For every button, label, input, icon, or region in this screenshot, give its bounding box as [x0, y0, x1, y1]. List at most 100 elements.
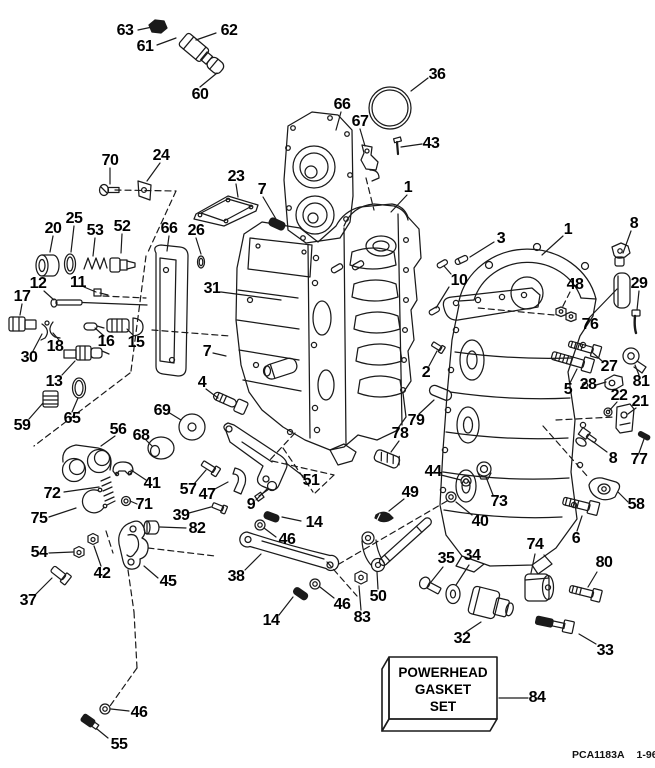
dashed-line	[151, 329, 231, 337]
gasket-box-line-1: POWERHEAD	[398, 665, 488, 680]
part-art-pin-77	[637, 431, 651, 441]
dashed-line	[33, 372, 131, 447]
part-label-10: 10	[450, 272, 468, 289]
part-art-grommet-68	[147, 436, 175, 460]
part-art-washer-46c	[99, 703, 111, 715]
part-label-53: 53	[86, 222, 104, 239]
part-label-5: 5	[563, 381, 573, 398]
part-art-pin-14a	[263, 511, 280, 523]
leader-line	[281, 516, 302, 522]
part-art-washer-40	[445, 491, 457, 503]
leader-line	[485, 476, 494, 496]
leader-line	[94, 327, 105, 337]
leader-line	[622, 230, 632, 254]
part-art-clips-18-30	[40, 320, 61, 341]
part-art-nut-54	[73, 545, 85, 559]
leader-line	[220, 291, 282, 301]
leader-line	[592, 352, 603, 362]
leader-line	[418, 399, 435, 415]
part-art-screw-39	[211, 502, 228, 515]
part-art-nut-83	[354, 570, 368, 585]
part-art-temp-switch	[148, 19, 225, 75]
part-label-59: 59	[13, 417, 31, 434]
part-label-57: 57	[179, 481, 197, 498]
leader-line	[212, 352, 227, 357]
leader-line	[335, 111, 342, 131]
leader-line	[588, 288, 618, 319]
part-art-pad-78	[373, 449, 401, 469]
dashed-line	[127, 569, 135, 613]
part-art-solenoid-32	[467, 585, 514, 620]
leader-line	[255, 487, 269, 501]
part-label-21: 21	[631, 393, 649, 410]
part-label-13: 13	[45, 373, 63, 390]
part-label-14: 14	[262, 612, 280, 629]
part-label-50: 50	[369, 588, 387, 605]
part-label-31: 31	[203, 280, 221, 297]
leader-line	[63, 486, 100, 493]
leader-line	[443, 265, 452, 275]
part-label-8: 8	[629, 215, 639, 232]
part-label-33: 33	[596, 642, 614, 659]
dashed-line	[561, 291, 571, 309]
leader-line	[638, 438, 645, 454]
leader-line	[358, 585, 362, 611]
part-art-nut-42	[87, 532, 99, 546]
part-art-bolt-37	[50, 565, 72, 586]
part-label-46: 46	[130, 704, 148, 721]
leader-line	[262, 196, 277, 220]
part-label-58: 58	[627, 496, 645, 513]
leader-line	[587, 571, 598, 588]
part-label-68: 68	[132, 427, 150, 444]
part-label-7: 7	[257, 181, 267, 198]
part-art-bolt-57	[200, 460, 221, 478]
part-art-manifold-56	[61, 444, 112, 483]
leader-line	[388, 498, 405, 512]
leader-line	[83, 286, 97, 293]
leader-line	[400, 143, 423, 148]
leader-line	[410, 77, 429, 92]
part-label-6: 6	[571, 530, 581, 547]
leader-line	[390, 440, 400, 453]
leader-line	[43, 290, 55, 301]
leader-line	[530, 553, 536, 574]
part-label-14: 14	[305, 514, 323, 531]
part-label-30: 30	[20, 349, 38, 366]
part-label-32: 32	[453, 630, 471, 647]
dashed-line	[542, 425, 589, 478]
part-label-8: 8	[608, 450, 618, 467]
part-label-76: 76	[581, 316, 599, 333]
leader-line	[70, 225, 75, 253]
leader-line	[195, 237, 202, 255]
part-label-70: 70	[101, 152, 119, 169]
leader-line	[145, 439, 153, 447]
leader-line	[61, 360, 76, 376]
leader-line	[100, 435, 116, 447]
leader-line	[376, 571, 379, 590]
part-label-43: 43	[422, 135, 440, 152]
part-art-tube-76	[613, 272, 631, 309]
part-label-26: 26	[187, 222, 205, 239]
leader-line	[634, 364, 640, 376]
part-art-pin-3	[454, 254, 469, 266]
part-art-screw-35	[418, 576, 442, 595]
part-label-74: 74	[526, 536, 544, 553]
dashed-line	[365, 177, 375, 211]
leader-line	[455, 564, 470, 586]
leader-line	[469, 241, 495, 258]
part-label-40: 40	[471, 513, 489, 530]
part-label-67: 67	[351, 113, 369, 130]
part-label-71: 71	[135, 496, 153, 513]
part-label-73: 73	[490, 493, 508, 510]
part-label-49: 49	[401, 484, 419, 501]
leader-line	[93, 545, 102, 567]
part-art-elbow-8	[611, 242, 631, 267]
part-art-spring-72	[100, 476, 116, 506]
dashed-line	[314, 474, 335, 494]
leader-line	[541, 235, 564, 256]
leader-line	[167, 411, 182, 421]
part-art-bolt-6	[562, 496, 601, 516]
part-label-7: 7	[202, 343, 212, 360]
part-label-80: 80	[595, 554, 613, 571]
